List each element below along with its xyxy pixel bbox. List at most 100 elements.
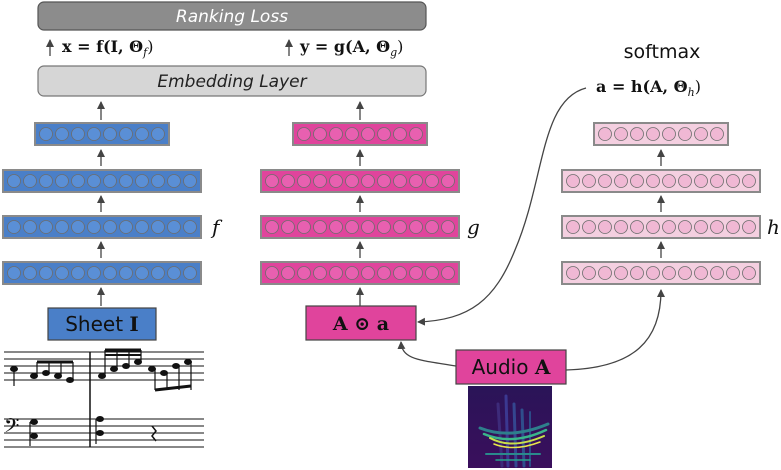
neuron xyxy=(377,127,391,141)
neuron xyxy=(313,127,327,141)
neuron xyxy=(71,127,85,141)
neuron xyxy=(281,220,295,234)
neuron xyxy=(23,174,37,188)
neuron xyxy=(726,174,740,188)
neuron xyxy=(151,127,165,141)
neuron xyxy=(329,127,343,141)
equation-x-text: x = f(I, Θ xyxy=(62,37,143,56)
neuron xyxy=(345,220,359,234)
neuron xyxy=(566,220,580,234)
neuron xyxy=(151,220,165,234)
svg-text:x = f(I, Θf): x = f(I, Θf) xyxy=(62,37,153,59)
neuron xyxy=(694,220,708,234)
attention-layer-3 xyxy=(561,215,761,239)
neuron xyxy=(393,127,407,141)
neuron xyxy=(345,266,359,280)
svg-text:Sheet I: Sheet I xyxy=(65,312,139,336)
neuron xyxy=(39,266,53,280)
neuron xyxy=(87,174,101,188)
neuron xyxy=(710,266,724,280)
neuron xyxy=(281,174,295,188)
neuron xyxy=(409,220,423,234)
function-h-label: h xyxy=(767,215,780,239)
neuron xyxy=(135,266,149,280)
neuron xyxy=(265,266,279,280)
neuron xyxy=(345,127,359,141)
neuron xyxy=(678,174,692,188)
neuron xyxy=(614,266,628,280)
neuron xyxy=(646,220,660,234)
neuron xyxy=(614,127,628,141)
neuron xyxy=(742,266,756,280)
sheet-label: Sheet xyxy=(65,312,129,336)
neuron xyxy=(566,266,580,280)
neuron xyxy=(55,127,69,141)
neuron xyxy=(39,127,53,141)
neuron xyxy=(265,220,279,234)
neuron xyxy=(151,266,165,280)
neuron xyxy=(630,220,644,234)
neuron xyxy=(265,174,279,188)
neuron xyxy=(393,174,407,188)
neuron xyxy=(630,127,644,141)
neuron xyxy=(694,266,708,280)
attention-to-product-arrow xyxy=(417,87,587,326)
ranking-loss-label: Ranking Loss xyxy=(176,7,288,27)
neuron xyxy=(23,220,37,234)
audio-spectrogram-image xyxy=(468,386,552,468)
neuron xyxy=(598,174,612,188)
neuron xyxy=(441,220,455,234)
neuron xyxy=(425,220,439,234)
neuron xyxy=(361,266,375,280)
neuron xyxy=(135,174,149,188)
neuron xyxy=(183,220,197,234)
sheet-var: I xyxy=(129,312,138,336)
equation-y-text: y = g(A, Θ xyxy=(299,37,390,56)
neuron xyxy=(598,266,612,280)
equation-y-close: ) xyxy=(397,37,403,56)
equation-y-sub: g xyxy=(390,46,397,59)
neuron xyxy=(7,220,21,234)
neuron xyxy=(7,266,21,280)
neuron xyxy=(329,266,343,280)
equation-x-sub: f xyxy=(142,46,149,59)
audio-layer-4 xyxy=(260,261,460,285)
neuron xyxy=(313,174,327,188)
neuron xyxy=(409,266,423,280)
neuron xyxy=(377,174,391,188)
neuron xyxy=(71,174,85,188)
equation-a-text: a = h(A, Θ xyxy=(596,77,688,96)
neuron xyxy=(662,127,676,141)
svg-text:y = g(A, Θg): y = g(A, Θg) xyxy=(299,37,403,59)
equation-x: x = f(I, Θf) xyxy=(62,37,153,59)
neuron xyxy=(71,220,85,234)
neuron xyxy=(151,174,165,188)
neuron xyxy=(281,266,295,280)
audio-layer-2 xyxy=(260,169,460,193)
neuron xyxy=(614,220,628,234)
sheet-layer-3 xyxy=(2,215,202,239)
neuron xyxy=(87,127,101,141)
svg-text:a = h(A, Θh): a = h(A, Θh) xyxy=(596,77,701,99)
sheet-layer-1 xyxy=(34,122,170,146)
neuron xyxy=(582,220,596,234)
embedding-layer-label: Embedding Layer xyxy=(157,72,307,92)
neuron xyxy=(167,220,181,234)
neuron xyxy=(135,127,149,141)
neuron xyxy=(361,174,375,188)
neuron xyxy=(710,174,724,188)
neuron xyxy=(313,220,327,234)
neuron xyxy=(55,220,69,234)
sheet-layer-2 xyxy=(2,169,202,193)
neuron xyxy=(662,174,676,188)
sheet-music-image: 𝄢 xyxy=(4,348,204,448)
neuron xyxy=(694,174,708,188)
attention-product-label: A ⊙ a xyxy=(332,313,389,335)
audio-layer-1 xyxy=(292,122,428,146)
neuron xyxy=(55,174,69,188)
neuron xyxy=(441,266,455,280)
sheet-input-box: Sheet I xyxy=(47,307,157,341)
neuron xyxy=(630,174,644,188)
neuron xyxy=(377,266,391,280)
softmax-label: softmax xyxy=(624,41,701,63)
